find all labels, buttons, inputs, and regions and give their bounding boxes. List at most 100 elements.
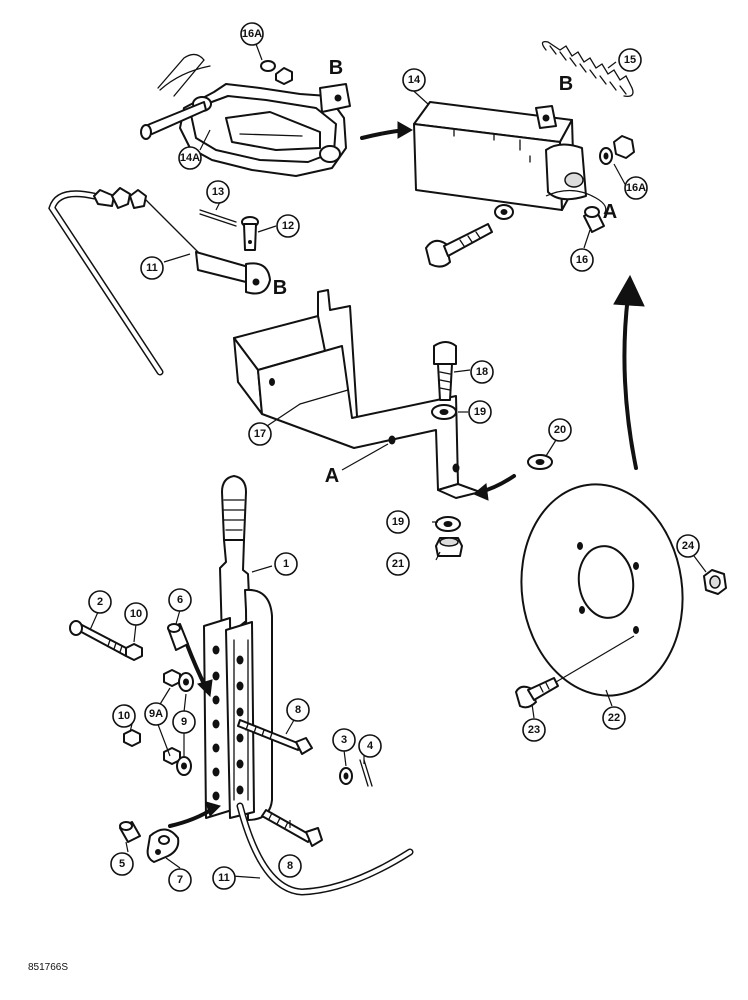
callout-11-lower: 11	[212, 866, 236, 890]
svg-text:23: 23	[528, 724, 540, 736]
bushing-16	[583, 206, 605, 233]
brake-disc	[520, 483, 684, 697]
svg-text:3: 3	[341, 734, 347, 746]
bolt-23	[515, 677, 559, 709]
washer-9-lower	[176, 756, 192, 776]
nut-10-upper	[125, 643, 143, 661]
mounting-bracket	[233, 289, 481, 499]
svg-text:10: 10	[130, 608, 142, 620]
pin-12	[241, 216, 259, 251]
nut-9a-upper	[163, 669, 181, 687]
callout-10-lower: 10	[112, 704, 136, 728]
washer-3	[339, 767, 353, 785]
callout-24: 24	[676, 534, 700, 558]
callout-19-lower: 19	[386, 510, 410, 534]
svg-text:14A: 14A	[180, 152, 200, 164]
washer-link-bottom	[494, 204, 514, 220]
svg-text:11: 11	[218, 872, 230, 884]
bolt-2	[69, 620, 131, 657]
callout-20: 20	[548, 418, 572, 442]
nut-21	[435, 537, 463, 557]
svg-text:5: 5	[119, 858, 125, 870]
nut-link	[613, 135, 635, 159]
svg-text:15: 15	[624, 54, 636, 66]
spacer-6	[167, 623, 189, 651]
callout-21: 21	[386, 552, 410, 576]
svg-text:8: 8	[295, 704, 301, 716]
spacer-5	[119, 821, 141, 843]
callout-11-upper: 11	[140, 256, 164, 280]
callout-16a-top: 16A	[240, 22, 264, 46]
svg-text:24: 24	[682, 540, 695, 552]
arrow-head-link	[397, 121, 414, 139]
brake-caliper	[140, 53, 351, 177]
callout-23: 23	[522, 718, 546, 742]
callout-13: 13	[206, 180, 230, 204]
callout-16a-link: 16A	[624, 176, 648, 200]
callout-3: 3	[332, 728, 356, 752]
callout-8-upper: 8	[286, 698, 310, 722]
svg-text:16A: 16A	[626, 182, 646, 194]
callout-14a: 14A	[178, 146, 202, 170]
nut-10-lower	[123, 729, 141, 747]
svg-text:10: 10	[118, 710, 130, 722]
bolt-8-upper	[237, 719, 313, 755]
ref-b-caliper: B	[329, 57, 343, 79]
svg-text:18: 18	[476, 366, 488, 378]
callout-22: 22	[602, 706, 626, 730]
washer-20	[527, 454, 553, 470]
brake-link	[413, 101, 587, 211]
arrow-head-pivot	[613, 274, 645, 307]
control-lever	[168, 475, 273, 828]
callout-10-upper: 10	[124, 602, 148, 626]
arrow-head-bracket	[473, 483, 489, 501]
washer-16a-link	[599, 147, 613, 165]
svg-text:22: 22	[608, 712, 620, 724]
washer-9-upper	[178, 672, 194, 692]
callout-19-upper: 19	[468, 400, 492, 424]
svg-text:21: 21	[392, 558, 404, 570]
cotter-pin-13	[199, 209, 237, 227]
bolt-8-lower	[261, 809, 323, 847]
svg-text:19: 19	[392, 516, 404, 528]
svg-text:16A: 16A	[242, 28, 262, 40]
ref-b-clevis: B	[273, 277, 287, 299]
arrow-disc-to-pivot	[622, 294, 638, 470]
callout-16: 16	[570, 248, 594, 272]
svg-text:17: 17	[254, 428, 266, 440]
callout-17: 17	[248, 422, 272, 446]
bolt-23-leader	[555, 635, 635, 683]
svg-text:8: 8	[287, 860, 293, 872]
cotter-pin-4	[359, 759, 373, 787]
svg-text:6: 6	[177, 594, 183, 606]
svg-text:12: 12	[282, 220, 294, 232]
svg-text:7: 7	[177, 874, 183, 886]
ref-b-link: B	[559, 73, 573, 95]
cable-11-upper	[48, 187, 271, 376]
callout-1: 1	[274, 552, 298, 576]
ref-a-bracket-leader	[341, 443, 389, 471]
spring-15	[541, 41, 634, 97]
svg-text:16: 16	[576, 254, 588, 266]
callout-18: 18	[470, 360, 494, 384]
svg-text:11: 11	[146, 262, 158, 274]
bolt-link	[425, 223, 493, 268]
svg-text:1: 1	[283, 558, 289, 570]
nut-24	[703, 569, 727, 595]
callout-15: 15	[618, 48, 642, 72]
washer-19-upper	[431, 404, 457, 420]
svg-text:2: 2	[97, 596, 103, 608]
pivot-leader	[545, 189, 607, 215]
clamp-7	[146, 828, 180, 863]
callout-7: 7	[168, 868, 192, 892]
callout-4: 4	[358, 734, 382, 758]
bolt-18	[433, 341, 457, 401]
svg-text:13: 13	[212, 186, 224, 198]
washer-19-lower	[435, 516, 461, 532]
svg-text:9A: 9A	[149, 708, 163, 720]
callout-8-lower: 8	[278, 854, 302, 878]
svg-text:9: 9	[181, 716, 187, 728]
callout-5: 5	[110, 852, 134, 876]
callout-6: 6	[168, 588, 192, 612]
